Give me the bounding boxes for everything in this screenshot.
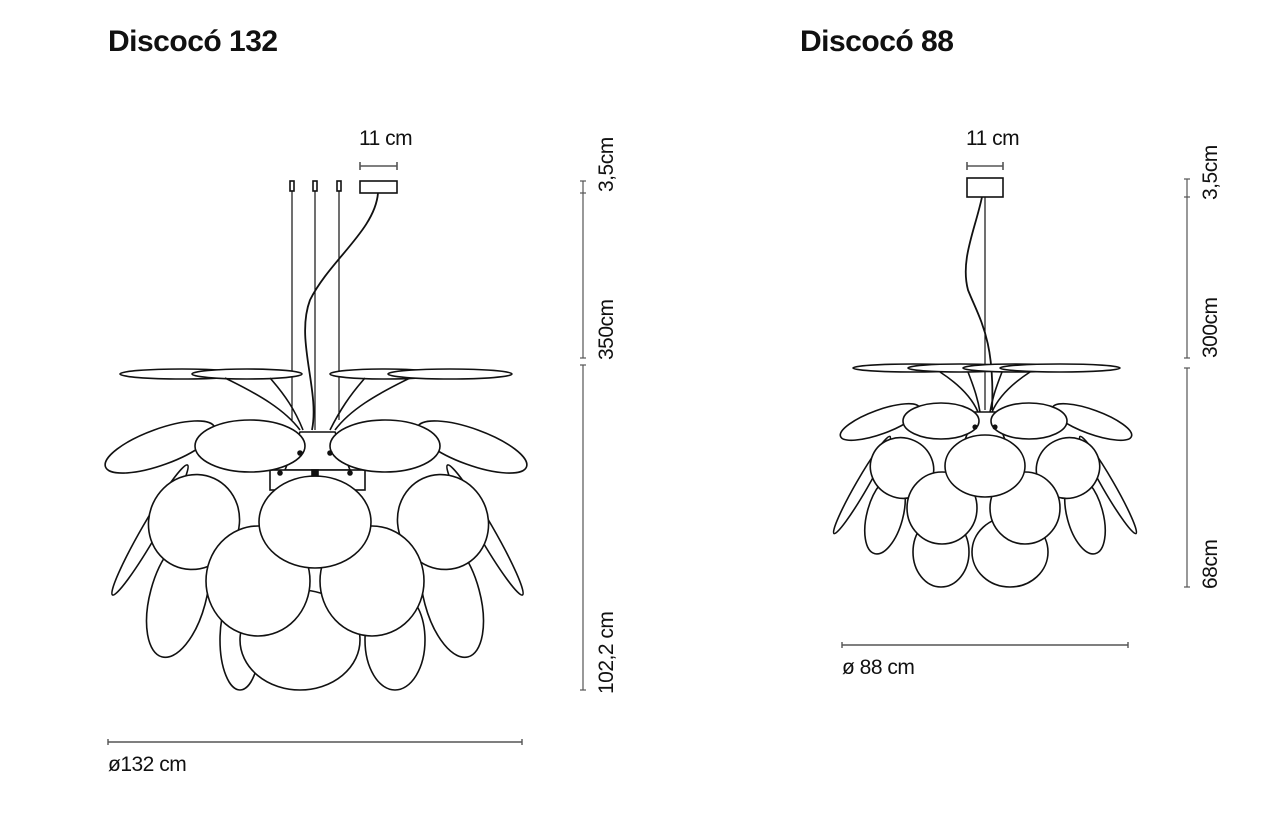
lamp-height-label-88: 68cm [1199,539,1222,589]
canopy-height-label-132: 3,5cm [595,137,618,192]
lamp-88-vertical-dimension [1184,178,1190,588]
canopy-width-label-132: 11 cm [359,127,413,150]
lamp-132-drawing [104,162,528,691]
lamp-132-diameter-line [107,739,523,745]
product-title-132: Discocó 132 [108,25,278,58]
lamp-88-diameter-line [841,642,1129,648]
canopy-height-label-88: 3,5cm [1199,145,1222,200]
lamp-132-vertical-dimension [580,180,586,691]
cable-length-label-132: 350cm [595,299,618,360]
lamp-88-drawing [832,162,1138,588]
diameter-label-132: ø132 cm [108,753,187,776]
canopy-width-label-88: 11 cm [966,127,1020,150]
lamp-height-label-132: 102,2 cm [595,611,618,694]
diameter-label-88: ø 88 cm [842,656,915,679]
product-title-88: Discocó 88 [800,25,954,58]
cable-length-label-88: 300cm [1199,297,1222,358]
